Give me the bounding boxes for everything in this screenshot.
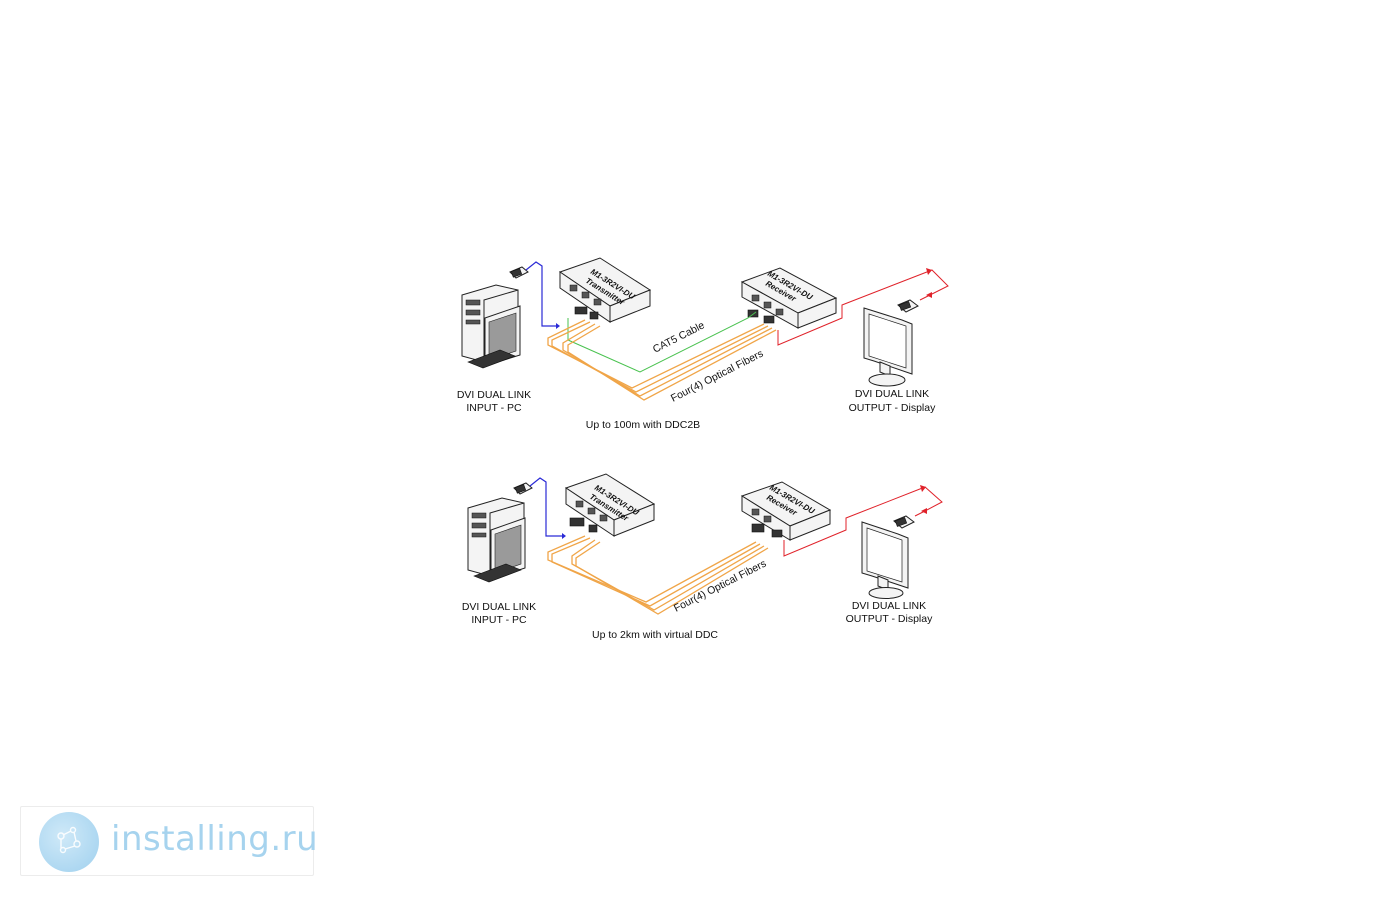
receiver-device: M1-3R2VI-DU Receiver — [740, 267, 838, 329]
pc-label-line2: INPUT - PC — [466, 402, 522, 414]
pc-label-line1: DVI DUAL LINK — [462, 601, 536, 613]
network-globe-icon — [39, 812, 99, 872]
receiver-device: M1-3R2VI-DU Receiver — [740, 481, 832, 541]
watermark-text: installing.ru — [111, 819, 319, 859]
display-label-line1: DVI DUAL LINK — [852, 600, 926, 612]
transmitter-device: M1-3R2VI-DU Transmitter — [564, 473, 656, 537]
panel-top: M1-3R2VI-DU Transmitter M1-3R2VI-DU Rece… — [457, 257, 949, 431]
transmitter-device: M1-3R2VI-DU Transmitter — [558, 257, 652, 323]
pc-label-line1: DVI DUAL LINK — [457, 389, 531, 401]
panel-caption: Up to 100m with DDC2B — [586, 419, 700, 431]
pc-label-line2: INPUT - PC — [471, 614, 527, 626]
display-label-line2: OUTPUT - Display — [849, 402, 936, 414]
display-label-line2: OUTPUT - Display — [846, 613, 933, 625]
panel-bottom: M1-3R2VI-DU Transmitter M1-3R2VI-DU Rece… — [462, 473, 943, 641]
cat5-cable-label: CAT5 Cable — [651, 319, 707, 355]
optical-fibers — [547, 535, 769, 615]
display-icon — [861, 521, 909, 599]
output-cable — [777, 269, 949, 346]
watermark: installing.ru — [20, 806, 318, 876]
pc-icon — [461, 284, 521, 369]
display-icon — [863, 307, 913, 387]
optical-fibers — [547, 319, 777, 401]
display-label-line1: DVI DUAL LINK — [855, 388, 929, 400]
panel-caption: Up to 2km with virtual DDC — [592, 629, 718, 641]
input-cable — [525, 261, 558, 327]
output-dvi-plug-icon — [897, 299, 919, 313]
input-dvi-plug-icon — [509, 266, 529, 279]
input-cable — [529, 477, 564, 537]
output-cable — [783, 486, 943, 557]
input-dvi-plug-icon — [513, 482, 533, 495]
pc-icon — [467, 497, 526, 583]
output-dvi-plug-icon — [893, 515, 915, 529]
